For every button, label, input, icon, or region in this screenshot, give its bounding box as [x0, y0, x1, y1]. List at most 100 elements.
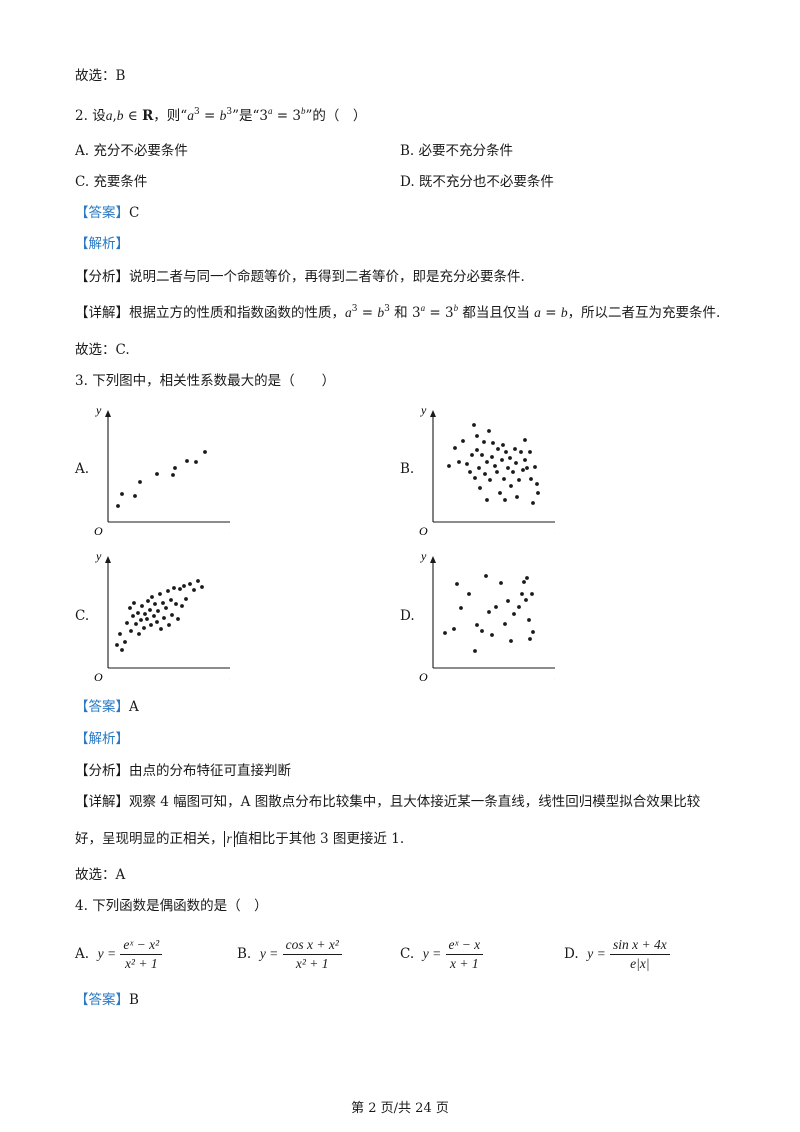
q4-answer: 【答案】B: [75, 992, 139, 1008]
plot-c-point: [178, 587, 182, 591]
plot-b-point: [472, 423, 476, 427]
q3-answer: 【答案】A: [75, 699, 139, 715]
plot-b-point: [525, 466, 529, 470]
plot-b-point: [504, 450, 508, 454]
plot-c-point: [182, 584, 186, 588]
plot-d-point: [480, 629, 484, 633]
plot-a-x-label: x: [229, 523, 230, 537]
plot-b-point: [503, 498, 507, 502]
plot-a-point: [138, 480, 142, 484]
plot-c-point: [143, 612, 147, 616]
q2-option-c: C. 充要条件: [75, 174, 148, 190]
plot-b-point: [533, 465, 537, 469]
q2-option-d: D. 既不充分也不必要条件: [400, 174, 554, 190]
plot-b-point: [498, 491, 502, 495]
plot-b-y-label: y: [420, 403, 427, 417]
plot-d-point: [490, 633, 494, 637]
page-footer: 第 2 页/共 24 页: [351, 1101, 449, 1116]
plot-b-point: [453, 446, 457, 450]
plot-b-point: [493, 464, 497, 468]
plot-b-point: [513, 447, 517, 451]
plot-c-point: [167, 623, 171, 627]
plot-c-point: [115, 643, 119, 647]
plot-c-point: [188, 582, 192, 586]
plot-b-point: [536, 491, 540, 495]
plot-a-point: [194, 460, 198, 464]
plot-b-point: [468, 470, 472, 474]
plot-b-point: [511, 470, 515, 474]
plot-c-origin-label: O: [94, 670, 103, 684]
plot-b-point: [528, 450, 532, 454]
plot-c-point: [148, 608, 152, 612]
q3-stem: 3. 下列图中，相关性系数最大的是（ ）: [75, 373, 336, 389]
plot-d-y-label: y: [420, 549, 427, 563]
plot-c-point: [196, 579, 200, 583]
q2-number: 2.: [75, 108, 88, 124]
scatter-plot-a: yxO: [94, 403, 230, 538]
plot-b-point: [485, 460, 489, 464]
plot-c-label: C.: [75, 608, 90, 624]
plot-c-point: [145, 617, 149, 621]
plot-b-point: [506, 466, 510, 470]
plot-b-origin-label: O: [419, 524, 428, 538]
plot-b-point: [483, 472, 487, 476]
plot-c-point: [128, 606, 132, 610]
plot-d-point: [522, 580, 526, 584]
q2-option-a: A. 充分不必要条件: [75, 143, 188, 159]
plot-d-point: [499, 581, 503, 585]
plot-b-point: [480, 453, 484, 457]
plot-b-point: [514, 461, 518, 465]
plot-c-point: [152, 614, 156, 618]
plot-d-point: [459, 606, 463, 610]
plot-c-point: [140, 604, 144, 608]
plot-c-point: [131, 614, 135, 618]
plot-d-x-label: x: [554, 669, 555, 683]
plot-d-point: [473, 649, 477, 653]
plot-c-point: [139, 618, 143, 622]
plot-b-point: [496, 447, 500, 451]
plot-c-point: [192, 588, 196, 592]
q3-conclusion: 故选：A: [75, 867, 126, 883]
plot-c-point: [156, 609, 160, 613]
plot-c-point: [170, 613, 174, 617]
plot-c-point: [158, 592, 162, 596]
plot-d-point: [512, 612, 516, 616]
plot-b-point: [535, 482, 539, 486]
plot-b-point: [473, 476, 477, 480]
plot-b-point: [485, 498, 489, 502]
plot-c-point: [174, 602, 178, 606]
q3-xiangjie-1: 【详解】观察 4 幅图可知，A 图散点分布比较集中，且大体接近某一条直线，线性回…: [75, 794, 701, 810]
plot-c-point: [169, 598, 173, 602]
plot-c-point: [161, 601, 165, 605]
q3-analysis-heading: 【解析】: [75, 731, 129, 747]
plot-c-point: [184, 597, 188, 601]
plot-d-point: [475, 623, 479, 627]
plot-b-point: [491, 441, 495, 445]
plot-c-point: [149, 623, 153, 627]
q3-fenxi: 【分析】由点的分布特征可直接判断: [75, 763, 291, 779]
plot-c-point: [142, 626, 146, 630]
plot-a-point: [120, 492, 124, 496]
plot-b-point: [521, 468, 525, 472]
plot-b-point: [531, 501, 535, 505]
plot-c-point: [155, 620, 159, 624]
q2-fenxi: 【分析】说明二者与同一个命题等价，再得到二者等价，即是充分必要条件.: [75, 269, 525, 285]
plot-d-label: D.: [400, 608, 415, 624]
plot-b-point: [500, 458, 504, 462]
scatter-plot-b: yxO: [419, 403, 555, 538]
plot-c-point: [153, 602, 157, 606]
plot-b-point: [523, 458, 527, 462]
q2-stem: 2. 设a,b ∈ R，则“a3 = b3”是“3a = 3b”的（ ）: [75, 106, 367, 125]
plot-d-point: [503, 622, 507, 626]
plot-b-point: [465, 462, 469, 466]
plot-d-point: [443, 631, 447, 635]
plot-c-point: [150, 595, 154, 599]
plot-c-point: [164, 606, 168, 610]
plot-d-point: [525, 576, 529, 580]
